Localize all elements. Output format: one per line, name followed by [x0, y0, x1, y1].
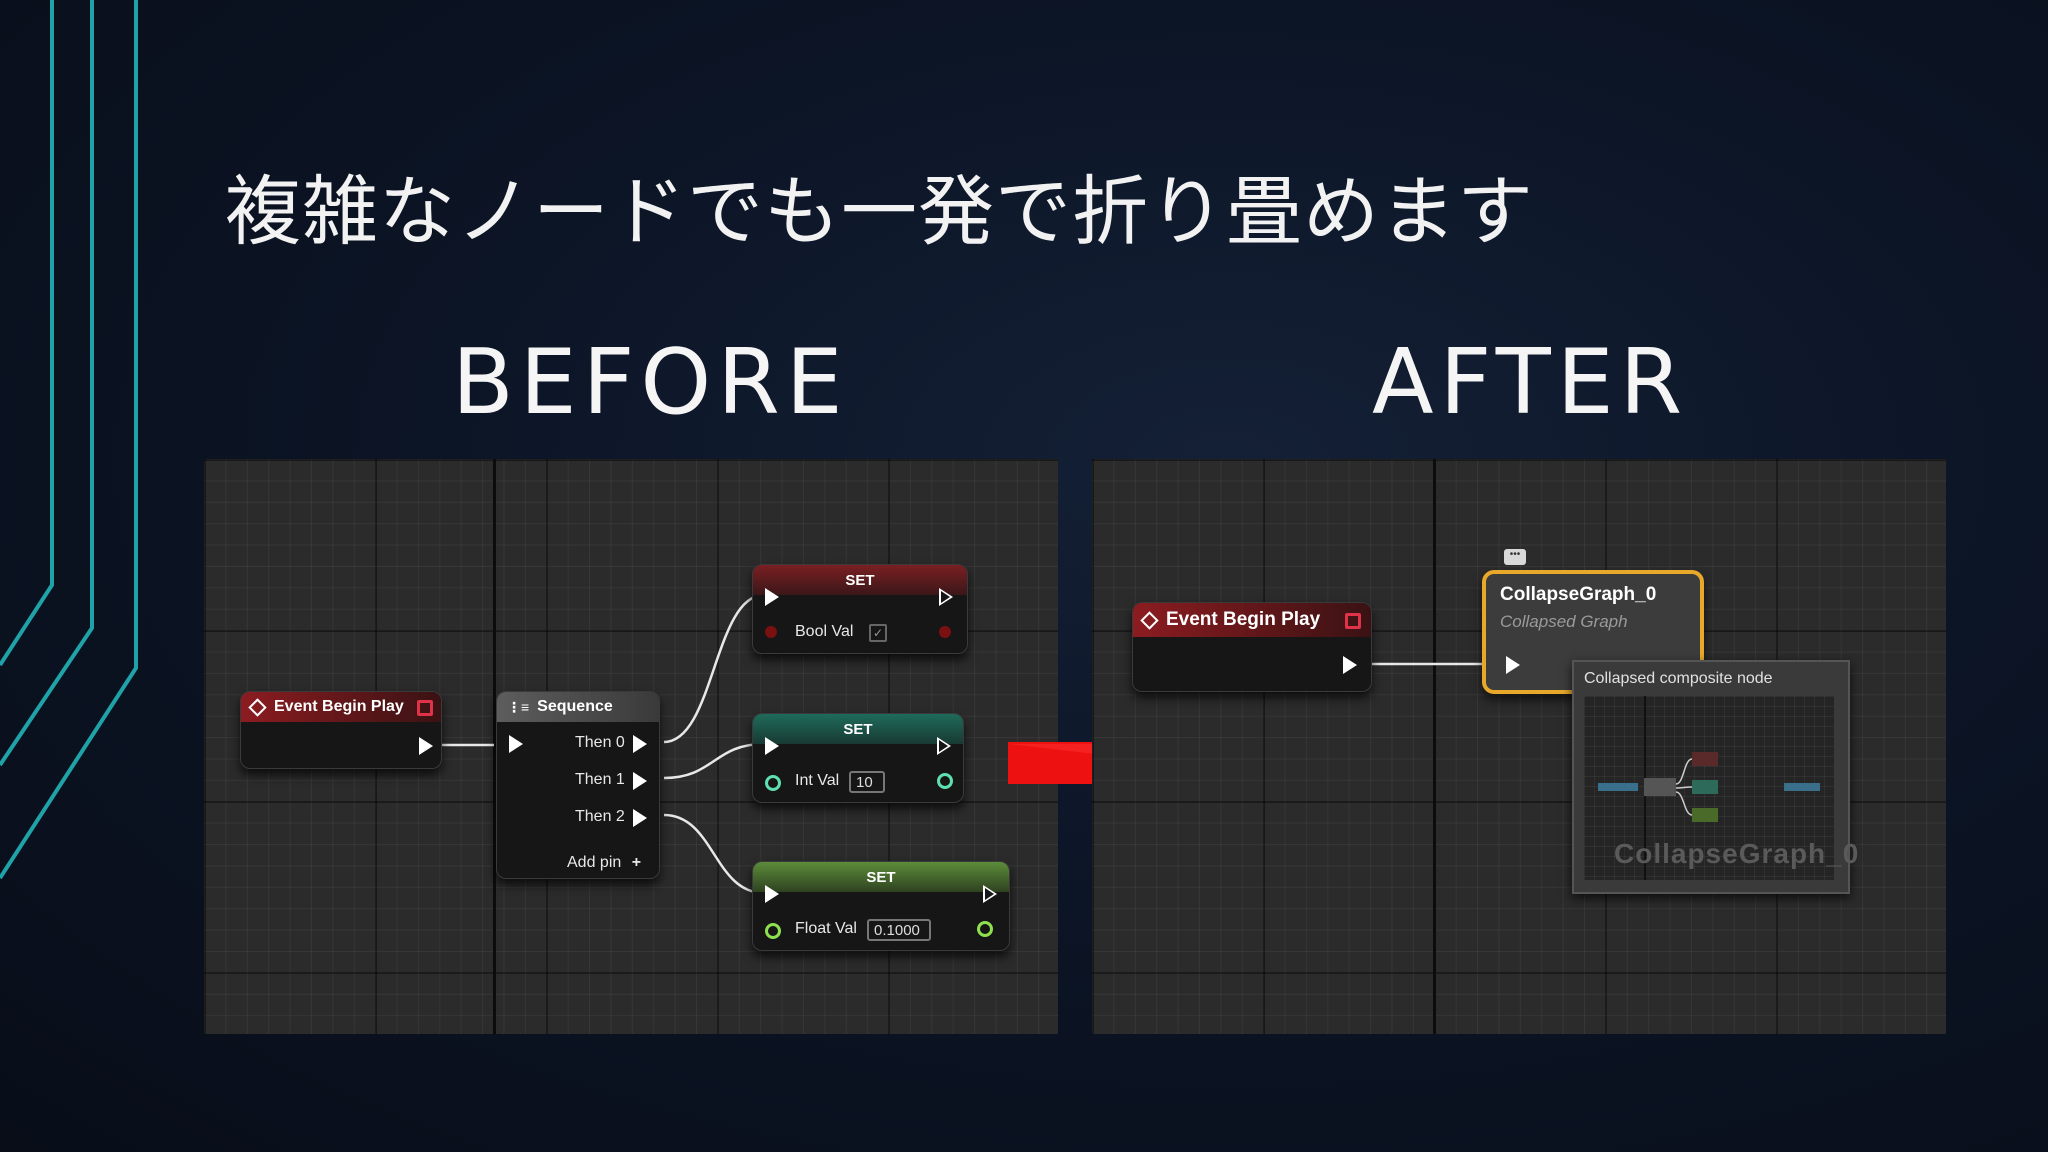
- set-float-exec-in[interactable]: [765, 885, 779, 903]
- then-0-label: Then 0: [575, 734, 625, 751]
- bool-checkbox[interactable]: ✓: [869, 624, 887, 642]
- then-0-pin[interactable]: [633, 735, 647, 753]
- before-label: BEFORE: [452, 330, 849, 435]
- after-event-node-title: Event Begin Play: [1166, 609, 1321, 630]
- set-int-exec-out[interactable]: [937, 737, 951, 755]
- set-bool-node[interactable]: SET Bool Val ✓: [752, 564, 968, 654]
- set-bool-header: SET: [753, 565, 967, 595]
- set-int-exec-in[interactable]: [765, 737, 779, 755]
- int-value-field[interactable]: 10: [849, 771, 885, 793]
- delegate-pin-icon[interactable]: [1345, 613, 1361, 629]
- int-input-pin[interactable]: [765, 775, 781, 791]
- collapsed-node-title: CollapseGraph_0: [1500, 584, 1657, 605]
- sequence-icon: ⋮≡: [507, 698, 530, 715]
- bool-input-pin[interactable]: [765, 626, 777, 638]
- after-label: AFTER: [1372, 330, 1689, 435]
- event-node-header: Event Begin Play: [241, 692, 441, 722]
- then-1-label: Then 1: [575, 771, 625, 788]
- sequence-node-title: Sequence: [537, 698, 613, 715]
- exec-input-pin[interactable]: [509, 735, 523, 753]
- set-float-header: SET: [753, 862, 1009, 892]
- bool-val-label: Bool Val: [795, 623, 854, 640]
- sequence-node-header: ⋮≡ Sequence: [497, 692, 659, 722]
- collapsed-node-tooltip: Collapsed composite node CollapseGraph_0: [1572, 660, 1858, 894]
- after-event-node-header: Event Begin Play: [1133, 603, 1371, 637]
- float-value-field[interactable]: 0.1000: [867, 919, 931, 941]
- event-diamond-icon: [248, 697, 267, 717]
- tooltip-graph-thumbnail: CollapseGraph_0: [1584, 696, 1858, 880]
- grid-major-line: [493, 459, 496, 1034]
- then-1-pin[interactable]: [633, 772, 647, 790]
- bool-output-pin[interactable]: [939, 626, 951, 638]
- before-graph-panel[interactable]: Event Begin Play ⋮≡ Sequence Then 0 Then…: [204, 459, 1058, 1034]
- delegate-pin-icon[interactable]: [417, 700, 433, 716]
- collapsed-exec-input-pin[interactable]: [1506, 656, 1520, 674]
- add-pin-label: Add pin: [567, 854, 622, 871]
- set-int-node[interactable]: SET Int Val 10: [752, 713, 964, 803]
- then-2-pin[interactable]: [633, 809, 647, 827]
- slide-title: 複雑なノードでも一発で折り畳めます: [225, 167, 1534, 256]
- set-float-exec-out[interactable]: [983, 885, 997, 903]
- set-int-header: SET: [753, 714, 963, 744]
- int-val-label: Int Val: [795, 772, 840, 789]
- before-wires: [439, 593, 765, 895]
- tooltip-title: Collapsed composite node: [1584, 670, 1773, 687]
- grid-major-line: [1433, 459, 1436, 1034]
- add-pin-button[interactable]: Add pin +: [567, 854, 641, 872]
- event-diamond-icon: [1140, 610, 1159, 630]
- after-wires: [1370, 662, 1484, 666]
- sequence-node[interactable]: ⋮≡ Sequence Then 0 Then 1 Then 2 Add pin…: [496, 691, 660, 879]
- exec-output-pin[interactable]: [419, 737, 433, 755]
- set-float-node[interactable]: SET Float Val 0.1000: [752, 861, 1010, 951]
- decorative-teal-lines: [0, 0, 138, 880]
- event-node-title: Event Begin Play: [274, 698, 404, 715]
- set-bool-exec-out[interactable]: [939, 588, 953, 606]
- int-output-pin[interactable]: [937, 773, 953, 789]
- then-2-label: Then 2: [575, 808, 625, 825]
- exec-output-pin[interactable]: [1343, 656, 1357, 674]
- event-begin-play-node[interactable]: Event Begin Play: [240, 691, 442, 769]
- collapsed-node-subtitle: Collapsed Graph: [1500, 612, 1628, 631]
- float-val-label: Float Val: [795, 920, 857, 937]
- plus-icon: +: [631, 854, 642, 871]
- thumbnail-label: CollapseGraph_0: [1614, 838, 1860, 869]
- set-bool-exec-in[interactable]: [765, 588, 779, 606]
- after-event-begin-play-node[interactable]: Event Begin Play: [1132, 602, 1372, 692]
- float-output-pin[interactable]: [977, 921, 993, 937]
- float-input-pin[interactable]: [765, 923, 781, 939]
- comment-bubble-icon[interactable]: •••: [1504, 549, 1526, 565]
- thumbnail-mini-nodes: [1598, 752, 1820, 822]
